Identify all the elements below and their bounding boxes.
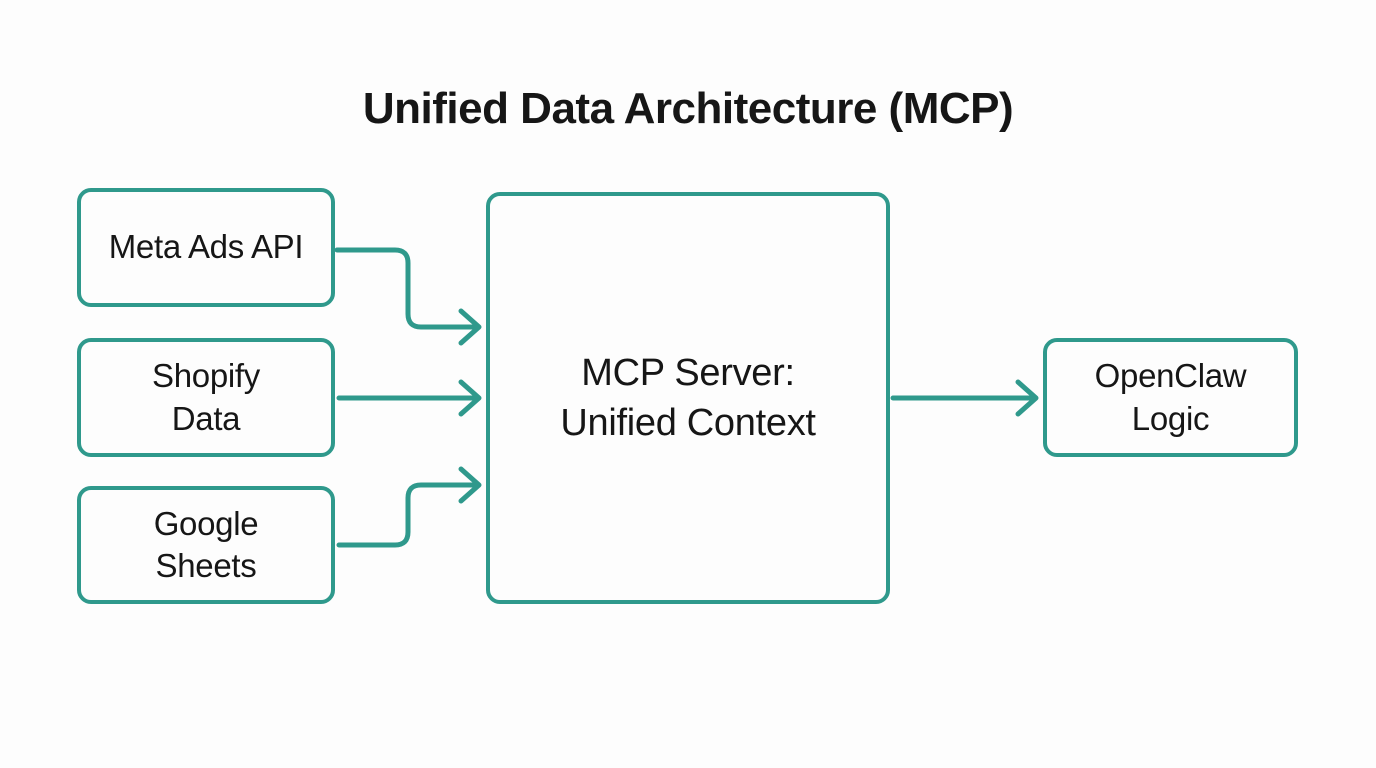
- node-mcp-server-label-line1: MCP Server:: [581, 351, 795, 394]
- node-shopify-data-label-line2: Data: [171, 399, 241, 437]
- edge-shopify-to-mcp-server-arrow: [336, 379, 482, 417]
- node-shopify-data: Shopify Data: [77, 338, 335, 457]
- node-google-sheets-label-line2: Sheets: [155, 547, 257, 584]
- node-meta-ads-api: Meta Ads API: [77, 188, 335, 307]
- node-mcp-server: MCP Server: Unified Context: [486, 192, 890, 604]
- node-openclaw-logic: OpenClaw Logic: [1043, 338, 1298, 457]
- diagram-title: Unified Data Architecture (MCP): [362, 84, 1014, 133]
- node-google-sheets: Google Sheets: [77, 486, 335, 604]
- node-openclaw-logic-label-line1: OpenClaw: [1094, 357, 1247, 395]
- node-google-sheets-label-line1: Google: [153, 504, 259, 542]
- edge-google-sheets-to-mcp-server-arrow: [336, 466, 482, 548]
- node-meta-ads-api-label: Meta Ads API: [108, 228, 304, 266]
- node-mcp-server-label-line2: Unified Context: [560, 402, 816, 444]
- node-openclaw-logic-label-line2: Logic: [1131, 399, 1210, 437]
- node-shopify-data-label-line1: Shopify: [152, 357, 260, 395]
- edge-meta-ads-to-mcp-server-arrow: [334, 247, 482, 346]
- edge-mcp-server-to-openclaw-arrow: [890, 379, 1039, 417]
